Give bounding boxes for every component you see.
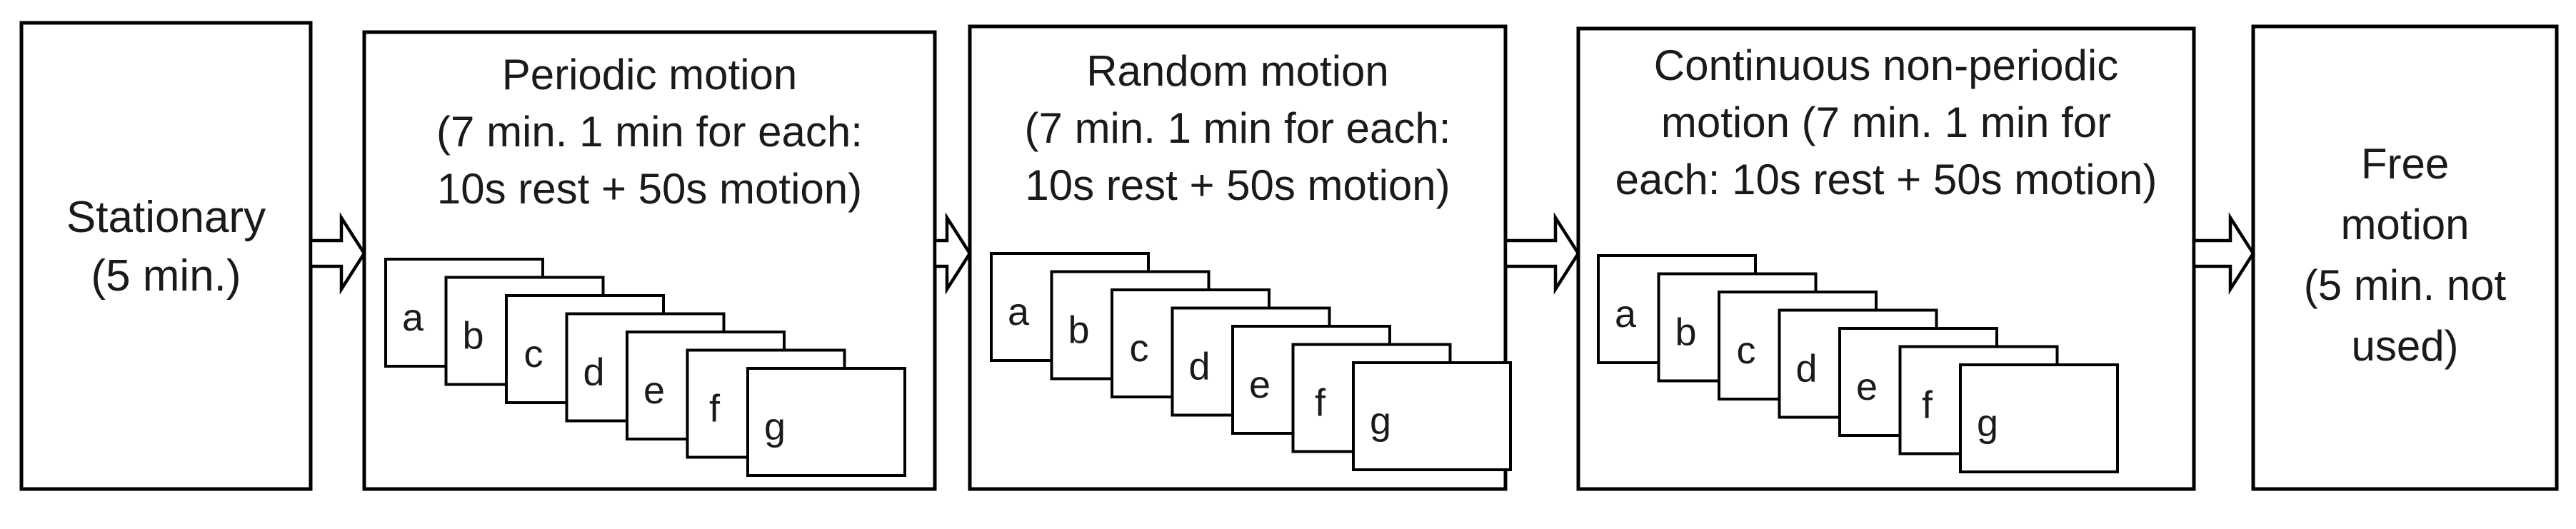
- card-label: g: [1977, 402, 1998, 445]
- stage-label-line: motion: [2340, 201, 2469, 248]
- card-label: d: [1795, 348, 1817, 391]
- stage-label-line: each: 10s rest + 50s motion): [1615, 156, 2157, 203]
- card-label: e: [1856, 366, 1878, 408]
- stage-label-line: (5 min.): [91, 251, 241, 301]
- stage-label-line: (7 min. 1 min for each:: [436, 108, 863, 156]
- card-label: a: [402, 296, 424, 339]
- card-label: c: [1737, 329, 1756, 372]
- stage-random: Random motion (7 min. 1 min for each: 10s …: [968, 24, 1512, 491]
- stage-label-line: (7 min. 1 min for each:: [1025, 104, 1451, 152]
- card-label: c: [524, 333, 543, 376]
- flow-arrow-1: [309, 212, 366, 295]
- flow-arrow-2: [933, 212, 972, 295]
- stage-label-line: used): [2351, 322, 2458, 370]
- stage-box: [2251, 24, 2559, 491]
- card-label: e: [1249, 363, 1271, 406]
- stage-label-line: Periodic motion: [502, 51, 798, 99]
- stage-continuous: Continuous non-periodic motion (7 min. 1 …: [1576, 26, 2196, 491]
- flow-arrow-3: [1503, 212, 1580, 295]
- stage-label-line: Free: [2361, 140, 2449, 188]
- motion-card-g: g: [1352, 361, 1512, 471]
- flow-arrow-4: [2192, 212, 2255, 295]
- card-label: e: [643, 369, 665, 412]
- card-label: b: [1675, 311, 1696, 354]
- card-rect: [746, 367, 906, 477]
- stage-label-line: Stationary: [66, 193, 266, 242]
- motion-card-g: g: [746, 367, 906, 477]
- stage-label-line: (5 min. not: [2304, 261, 2507, 309]
- stage-label-line: Continuous non-periodic: [1654, 41, 2118, 89]
- card-label: b: [462, 315, 483, 358]
- card-rect: [1959, 363, 2119, 473]
- card-label: a: [1615, 293, 1637, 336]
- card-label: a: [1008, 291, 1030, 333]
- stage-stationary: Stationary (5 min.): [19, 21, 313, 491]
- card-label: d: [1188, 346, 1210, 388]
- card-label: f: [1315, 382, 1326, 425]
- motion-card-g: g: [1959, 363, 2119, 473]
- card-label: c: [1130, 327, 1149, 370]
- stage-label-line: 10s rest + 50s motion): [437, 165, 862, 213]
- stage-periodic: Periodic motion (7 min. 1 min for each: 10…: [362, 30, 937, 491]
- stage-box: [19, 21, 313, 491]
- card-label: d: [583, 351, 604, 394]
- stage-label-line: 10s rest + 50s motion): [1025, 161, 1450, 209]
- stage-free: Free motion (5 min. not used): [2251, 24, 2559, 491]
- card-label: g: [1370, 400, 1391, 443]
- stage-label-line: Random motion: [1086, 47, 1389, 95]
- card-label: b: [1068, 309, 1089, 352]
- card-label: f: [1922, 384, 1933, 427]
- stage-label-line: motion (7 min. 1 min for: [1661, 99, 2111, 146]
- card-label: f: [709, 388, 721, 430]
- card-label: g: [764, 405, 786, 448]
- card-rect: [1352, 361, 1512, 471]
